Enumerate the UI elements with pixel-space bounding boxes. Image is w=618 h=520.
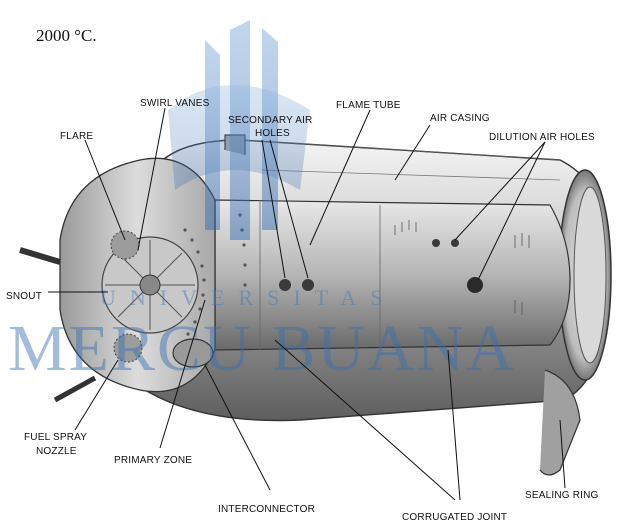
watermark-arc-text: UNIVERSITAS bbox=[100, 285, 396, 310]
dilution-air-hole bbox=[432, 239, 440, 247]
label-interconnector: INTERCONNECTOR bbox=[218, 504, 315, 515]
label-secondary-air-holes: SECONDARY AIR bbox=[228, 115, 312, 126]
label-flare: FLARE bbox=[60, 131, 93, 142]
label-snout: SNOUT bbox=[6, 291, 42, 302]
watermark-name-text: MERCU BUANA bbox=[8, 312, 516, 385]
dilution-air-hole bbox=[451, 239, 459, 247]
dilution-air-hole bbox=[467, 277, 483, 293]
label-corrugated-joint: CORRUGATED JOINT bbox=[402, 512, 507, 520]
label-sealing-ring: SEALING RING bbox=[525, 490, 599, 501]
label-fuel-spray-nozzle: FUEL SPRAY bbox=[24, 432, 87, 443]
label-swirl-vanes: SWIRL VANES bbox=[140, 98, 210, 109]
label-flame-tube: FLAME TUBE bbox=[336, 100, 401, 111]
label-primary-zone: PRIMARY ZONE bbox=[114, 455, 192, 466]
label-fuel-spray-nozzle-2: NOZZLE bbox=[36, 446, 77, 457]
label-dilution-air-holes: DILUTION AIR HOLES bbox=[489, 132, 595, 143]
label-air-casing: AIR CASING bbox=[430, 113, 490, 124]
label-secondary-air-holes-2: HOLES bbox=[255, 128, 290, 139]
